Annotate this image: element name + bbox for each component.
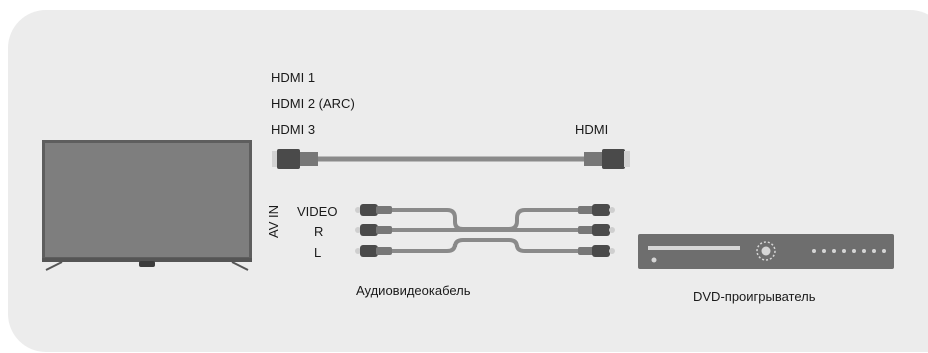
l-channel-label: L bbox=[314, 245, 322, 260]
tv-icon bbox=[42, 140, 252, 271]
hdmi2-arc-label: HDMI 2 (ARC) bbox=[271, 96, 355, 111]
hdmi1-label: HDMI 1 bbox=[271, 70, 316, 85]
hdmi-cable bbox=[272, 149, 630, 169]
av-cables bbox=[392, 208, 578, 253]
rca-plug-r-left bbox=[355, 224, 392, 236]
hdmi-plug-right bbox=[584, 149, 630, 169]
video-cable bbox=[392, 208, 578, 231]
r-channel-label: R bbox=[314, 224, 324, 239]
l-cable bbox=[392, 238, 578, 253]
rca-plug-r-right bbox=[578, 224, 615, 236]
hdmi-plug-left bbox=[272, 149, 318, 169]
rca-plugs-left bbox=[355, 204, 392, 257]
rca-plug-l-left bbox=[355, 245, 392, 257]
rca-plug-l-right bbox=[578, 245, 615, 257]
rca-plug-video-right bbox=[578, 204, 615, 216]
hdmi3-label: HDMI 3 bbox=[271, 122, 316, 137]
rca-plugs-right bbox=[578, 204, 615, 257]
hdmi-device-label: HDMI bbox=[575, 122, 609, 137]
dvd-player-label: DVD-проигрыватель bbox=[693, 289, 816, 304]
rca-plug-video-left bbox=[355, 204, 392, 216]
dvd-player-icon bbox=[638, 234, 894, 269]
av-in-label: AV IN bbox=[266, 205, 281, 238]
video-channel-label: VIDEO bbox=[297, 204, 338, 219]
av-cable-label: Аудиовидеокабель bbox=[356, 283, 471, 298]
